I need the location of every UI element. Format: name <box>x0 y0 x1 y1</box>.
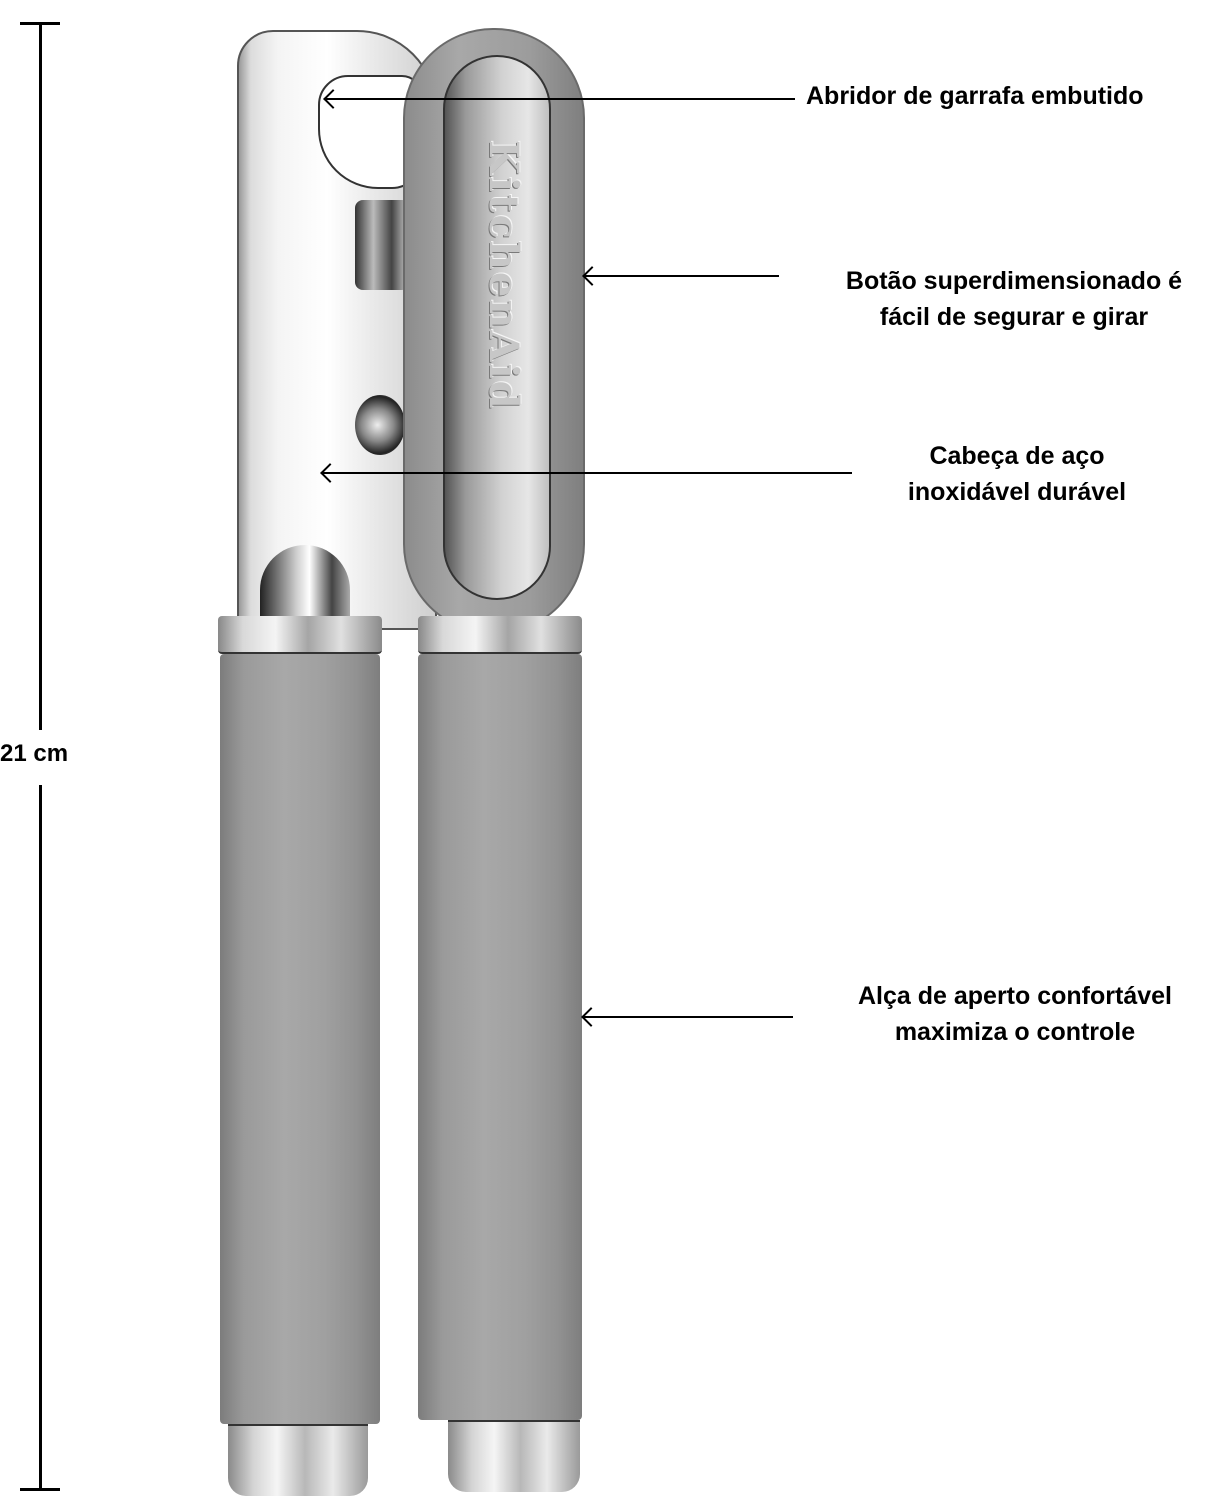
right-handle-grip <box>418 654 582 1420</box>
arrow-line <box>584 275 779 277</box>
arrow-left-icon <box>581 1007 601 1027</box>
callout-text-oversized-knob: Botão superdimensionado é fácil de segur… <box>845 267 1183 331</box>
right-handle-collar <box>418 616 582 654</box>
left-handle-endcap <box>228 1424 368 1496</box>
callout-text-comfort-grip: Alça de aperto confortável maximiza o co… <box>858 982 1172 1046</box>
arrow-line <box>325 98 795 100</box>
right-handle-endcap <box>448 1420 580 1492</box>
left-handle-collar <box>218 616 382 654</box>
dimension-line-lower <box>39 785 42 1490</box>
dimension-line-upper <box>39 22 42 730</box>
brand-logo: KitchenAid <box>480 140 527 411</box>
arrow-line <box>583 1016 793 1018</box>
left-handle-grip <box>220 654 380 1424</box>
callout-text-bottle-opener: Abridor de garrafa embutido <box>806 82 1144 110</box>
dimension-label: 21 cm <box>0 740 69 767</box>
pivot-rivet <box>355 395 405 455</box>
arrow-line <box>322 472 852 474</box>
knob-brushed-inset <box>443 55 551 600</box>
arrow-left-icon <box>582 266 602 286</box>
cutting-gear <box>355 200 410 290</box>
callout-text-steel-head: Cabeça de aço inoxidável durável <box>907 442 1127 506</box>
head-bump <box>260 545 350 625</box>
dimension-bottom-cap <box>20 1488 60 1491</box>
